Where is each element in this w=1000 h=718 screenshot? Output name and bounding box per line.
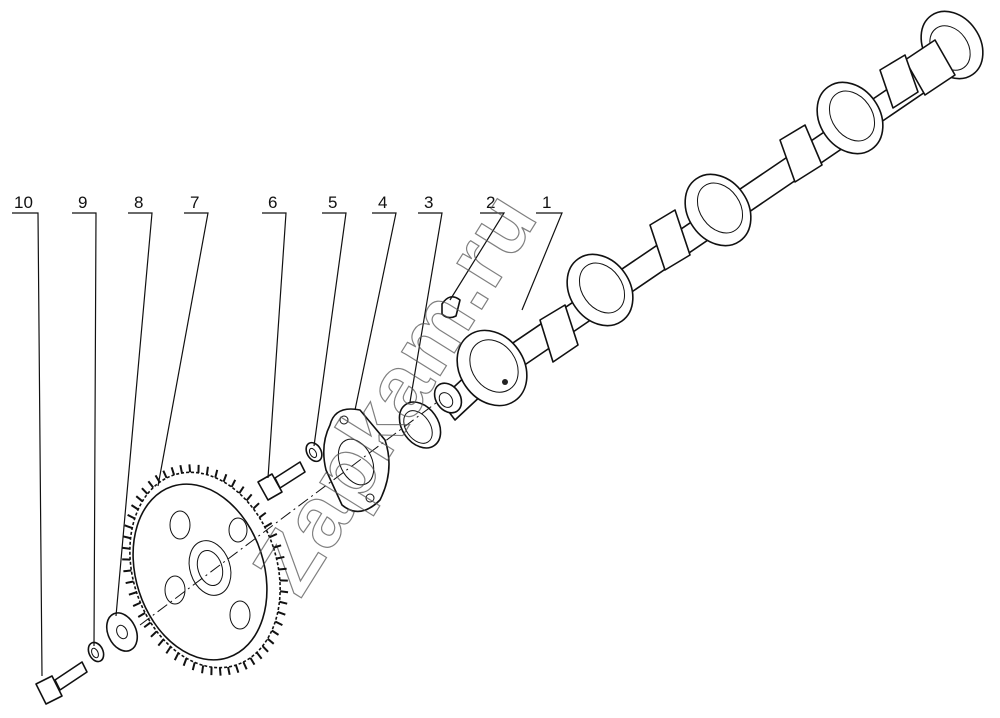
gear-tooth: [273, 544, 282, 549]
thrust-flange-plate: [322, 408, 390, 513]
callout-leaders: [12, 212, 563, 677]
woodruff-key: [441, 296, 461, 319]
gear-tooth: [279, 600, 288, 605]
gear-tooth: [238, 486, 245, 494]
callout-4: 4: [378, 193, 387, 212]
camshaft-bearing-journal: [566, 253, 634, 327]
gear-tooth: [143, 621, 152, 629]
leader-3: [409, 212, 443, 403]
gear-tooth: [234, 664, 240, 674]
gear-tooth: [252, 502, 260, 510]
gear-tooth: [123, 569, 132, 573]
gear-tooth: [137, 611, 146, 618]
assembly-axis-line: [139, 399, 441, 626]
gear-tooth: [125, 580, 134, 585]
lock-washer: [87, 641, 105, 663]
gear-tooth: [222, 473, 228, 483]
gear-tooth: [245, 493, 253, 502]
camshaft: [433, 10, 984, 421]
gear-bolt: [35, 661, 88, 705]
callout-5: 5: [328, 193, 337, 212]
callout-numbers: 10 9 8 7 6 5 4 3 2 1: [14, 193, 551, 212]
gear-tooth: [135, 495, 144, 503]
gear-tooth: [157, 638, 165, 647]
callout-3: 3: [424, 193, 433, 212]
gear-tooth: [201, 665, 205, 674]
leader-2: [449, 212, 506, 301]
callout-8: 8: [134, 193, 143, 212]
leader-6: [262, 212, 287, 479]
leader-7: [157, 212, 209, 487]
gear-tooth: [124, 524, 133, 530]
gear-tooth: [269, 533, 278, 539]
gear-tooth: [141, 487, 149, 495]
gear-tooth: [274, 620, 283, 627]
gear-tooth: [173, 652, 180, 661]
gear-tooth: [154, 474, 161, 483]
leader-5: [313, 212, 347, 447]
callout-1: 1: [542, 193, 551, 212]
gear-tooth: [182, 657, 188, 667]
gear-tooth: [218, 667, 222, 676]
gear-tooth: [258, 511, 267, 519]
gear-tooth: [264, 522, 273, 529]
callout-10: 10: [14, 193, 33, 212]
gear-tooth: [130, 504, 139, 511]
gear-tooth: [255, 651, 263, 660]
gear-tooth: [127, 513, 136, 520]
camshaft-end-journal: [904, 10, 984, 96]
leader-8: [115, 212, 153, 617]
callout-6: 6: [268, 193, 277, 212]
gear-tooth: [214, 469, 219, 478]
gear-tooth: [165, 646, 172, 654]
gear-tooth: [276, 555, 285, 560]
camshaft-cam-lobe: [539, 54, 919, 363]
gear-tooth: [277, 610, 286, 616]
gear-tooth: [179, 464, 183, 474]
gear-tooth: [162, 470, 168, 479]
camshaft-gear: [129, 471, 281, 669]
gear-tooth: [278, 567, 287, 571]
gear-tooth: [188, 464, 192, 473]
camshaft-front-flange: [456, 329, 528, 407]
gear-tooth: [170, 466, 176, 476]
gear-washer: [105, 612, 139, 652]
gear-tooth: [271, 629, 280, 636]
leader-9: [72, 212, 97, 647]
thrust-ring: [398, 401, 442, 449]
leader-1: [521, 212, 563, 311]
leader-4: [354, 212, 397, 411]
gear-tooth: [150, 630, 158, 638]
camshaft-bearing-journal: [816, 81, 884, 155]
callout-7: 7: [190, 193, 199, 212]
gear-tooth: [227, 666, 231, 676]
gear-tooth: [249, 657, 256, 666]
gear-tooth: [261, 645, 269, 653]
gear-tooth: [121, 546, 131, 550]
callout-9: 9: [78, 193, 87, 212]
camshaft-nose: [433, 382, 463, 414]
gear-tooth: [191, 662, 196, 671]
gear-tooth: [147, 480, 155, 489]
spring-washer: [305, 441, 323, 463]
gear-tooth: [242, 661, 248, 670]
flange-bolt: [257, 461, 306, 501]
gear-tooth: [122, 535, 131, 540]
gear-tooth: [132, 601, 141, 607]
gear-tooth: [266, 637, 275, 645]
camshaft-bearing-journal: [684, 173, 752, 247]
callout-2: 2: [486, 193, 495, 212]
gear-tooth: [230, 479, 237, 488]
gear-teeth: [121, 464, 289, 676]
leader-10: [12, 212, 43, 677]
gear-tooth: [205, 466, 209, 475]
gear-tooth: [279, 590, 289, 594]
gear-tooth: [128, 591, 137, 596]
